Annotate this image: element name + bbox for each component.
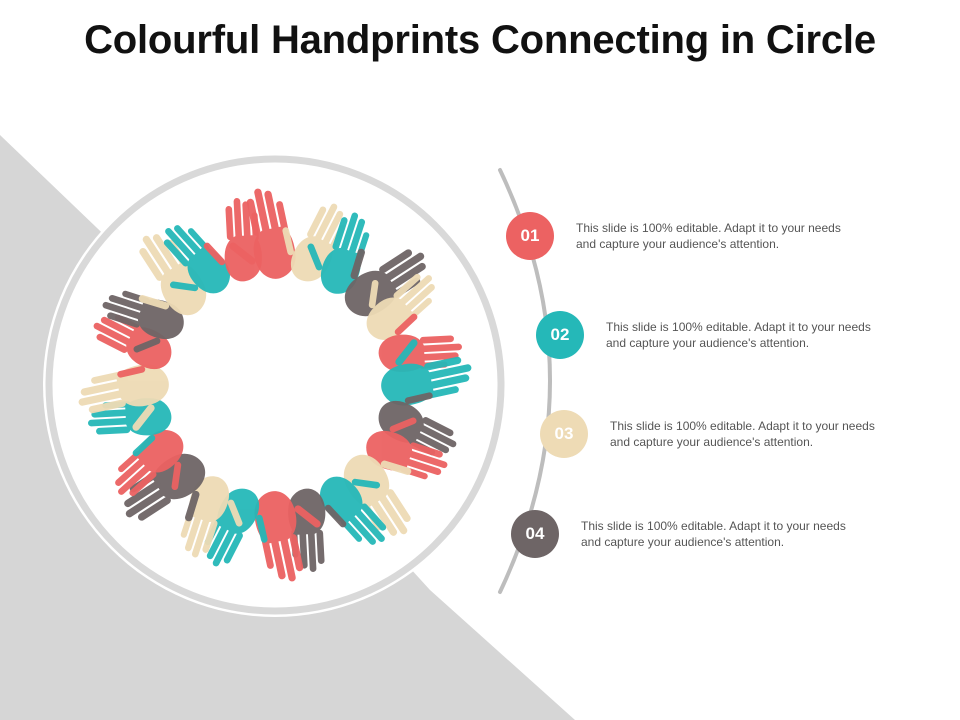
step-01-line2: and capture your audience's attention. [576,237,780,251]
step-02-line1: This slide is 100% editable. Adapt it to… [606,320,871,334]
step-badge-01: 01 [506,212,554,260]
step-01: 01 This slide is 100% editable. Adapt it… [506,212,876,260]
step-text-02: This slide is 100% editable. Adapt it to… [606,319,906,351]
step-badge-02: 02 [536,311,584,359]
page-title: Colourful Handprints Connecting in Circl… [84,18,876,62]
step-badge-04: 04 [511,510,559,558]
step-text-04: This slide is 100% editable. Adapt it to… [581,518,881,550]
white-disc [43,153,507,617]
step-04-line1: This slide is 100% editable. Adapt it to… [581,519,846,533]
step-04-line2: and capture your audience's attention. [581,535,785,549]
step-01-line1: This slide is 100% editable. Adapt it to… [576,221,841,235]
step-text-01: This slide is 100% editable. Adapt it to… [576,220,876,252]
step-text-03: This slide is 100% editable. Adapt it to… [610,418,910,450]
step-badge-03: 03 [540,410,588,458]
handprint-ring-graphic [43,153,507,617]
step-03-line2: and capture your audience's attention. [610,435,814,449]
step-03-line1: This slide is 100% editable. Adapt it to… [610,419,875,433]
step-02-line2: and capture your audience's attention. [606,336,810,350]
step-04: 04 This slide is 100% editable. Adapt it… [511,510,881,558]
step-03: 03 This slide is 100% editable. Adapt it… [540,410,910,458]
outer-ring [45,155,505,615]
handprint-circle [40,150,510,620]
step-02: 02 This slide is 100% editable. Adapt it… [536,311,906,359]
